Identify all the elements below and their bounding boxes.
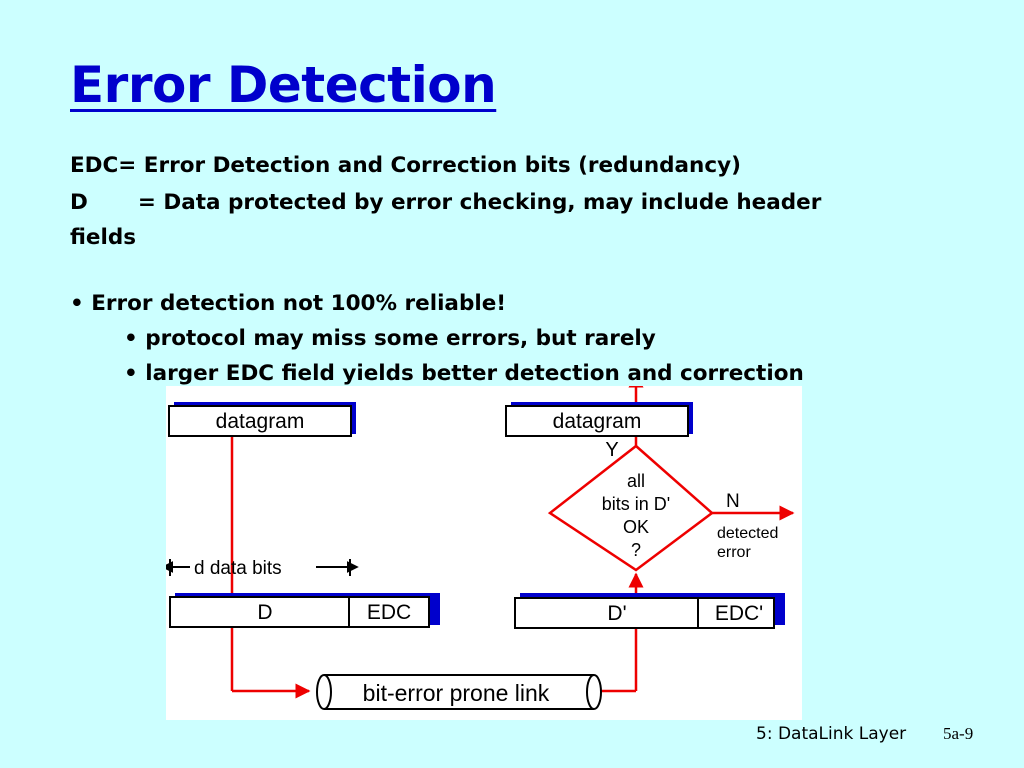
d-definition-text: = Data protected by error checking, may … [137, 190, 822, 215]
decision-diamond: all bits in D' OK ? [547, 444, 714, 572]
receiver-frame: D' EDC' [514, 593, 785, 629]
slide-title: Error Detection [70, 56, 497, 114]
sender-frame: D EDC [169, 593, 440, 628]
sender-edc-label: EDC [367, 601, 411, 624]
sender-d-label: D [257, 601, 272, 624]
d-definition-continued: fields [70, 225, 137, 250]
receiver-d-label: D' [607, 602, 626, 625]
no-label: N [726, 491, 740, 512]
detected-error-line-2: error [717, 544, 751, 561]
detected-error-line-1: detected [717, 525, 778, 542]
receiver-edc-label: EDC' [715, 602, 763, 625]
footer-section: 5: DataLink Layer [756, 724, 907, 744]
decision-line-4: ? [631, 540, 641, 560]
sender-datagram-box: datagram [168, 402, 356, 437]
error-detection-diagram: datagram datagram Y all bits in D' OK ? … [166, 386, 802, 720]
d-term: D [70, 190, 88, 215]
bullet-reliability: • Error detection not 100% reliable! [70, 291, 507, 316]
data-bits-dimension: d data bits [166, 558, 359, 579]
sender-datagram-label: datagram [216, 410, 305, 433]
decision-line-3: OK [623, 517, 649, 537]
yes-label: Y [605, 439, 618, 461]
bit-error-link: bit-error prone link [316, 674, 602, 710]
sub-bullet-larger-edc: • larger EDC field yields better detecti… [124, 361, 804, 386]
d-definition: D = Data protected by error checking, may… [70, 190, 821, 215]
receiver-datagram-label: datagram [553, 410, 642, 433]
decision-line-1: all [627, 471, 645, 491]
decision-line-2: bits in D' [602, 494, 670, 514]
link-label: bit-error prone link [363, 680, 550, 706]
sub-bullet-miss-errors: • protocol may miss some errors, but rar… [124, 326, 656, 351]
page-number: 5a-9 [943, 724, 974, 743]
data-bits-label: d data bits [194, 558, 282, 579]
edc-definition: EDC= Error Detection and Correction bits… [70, 153, 741, 178]
receiver-datagram-box: datagram [505, 402, 693, 437]
